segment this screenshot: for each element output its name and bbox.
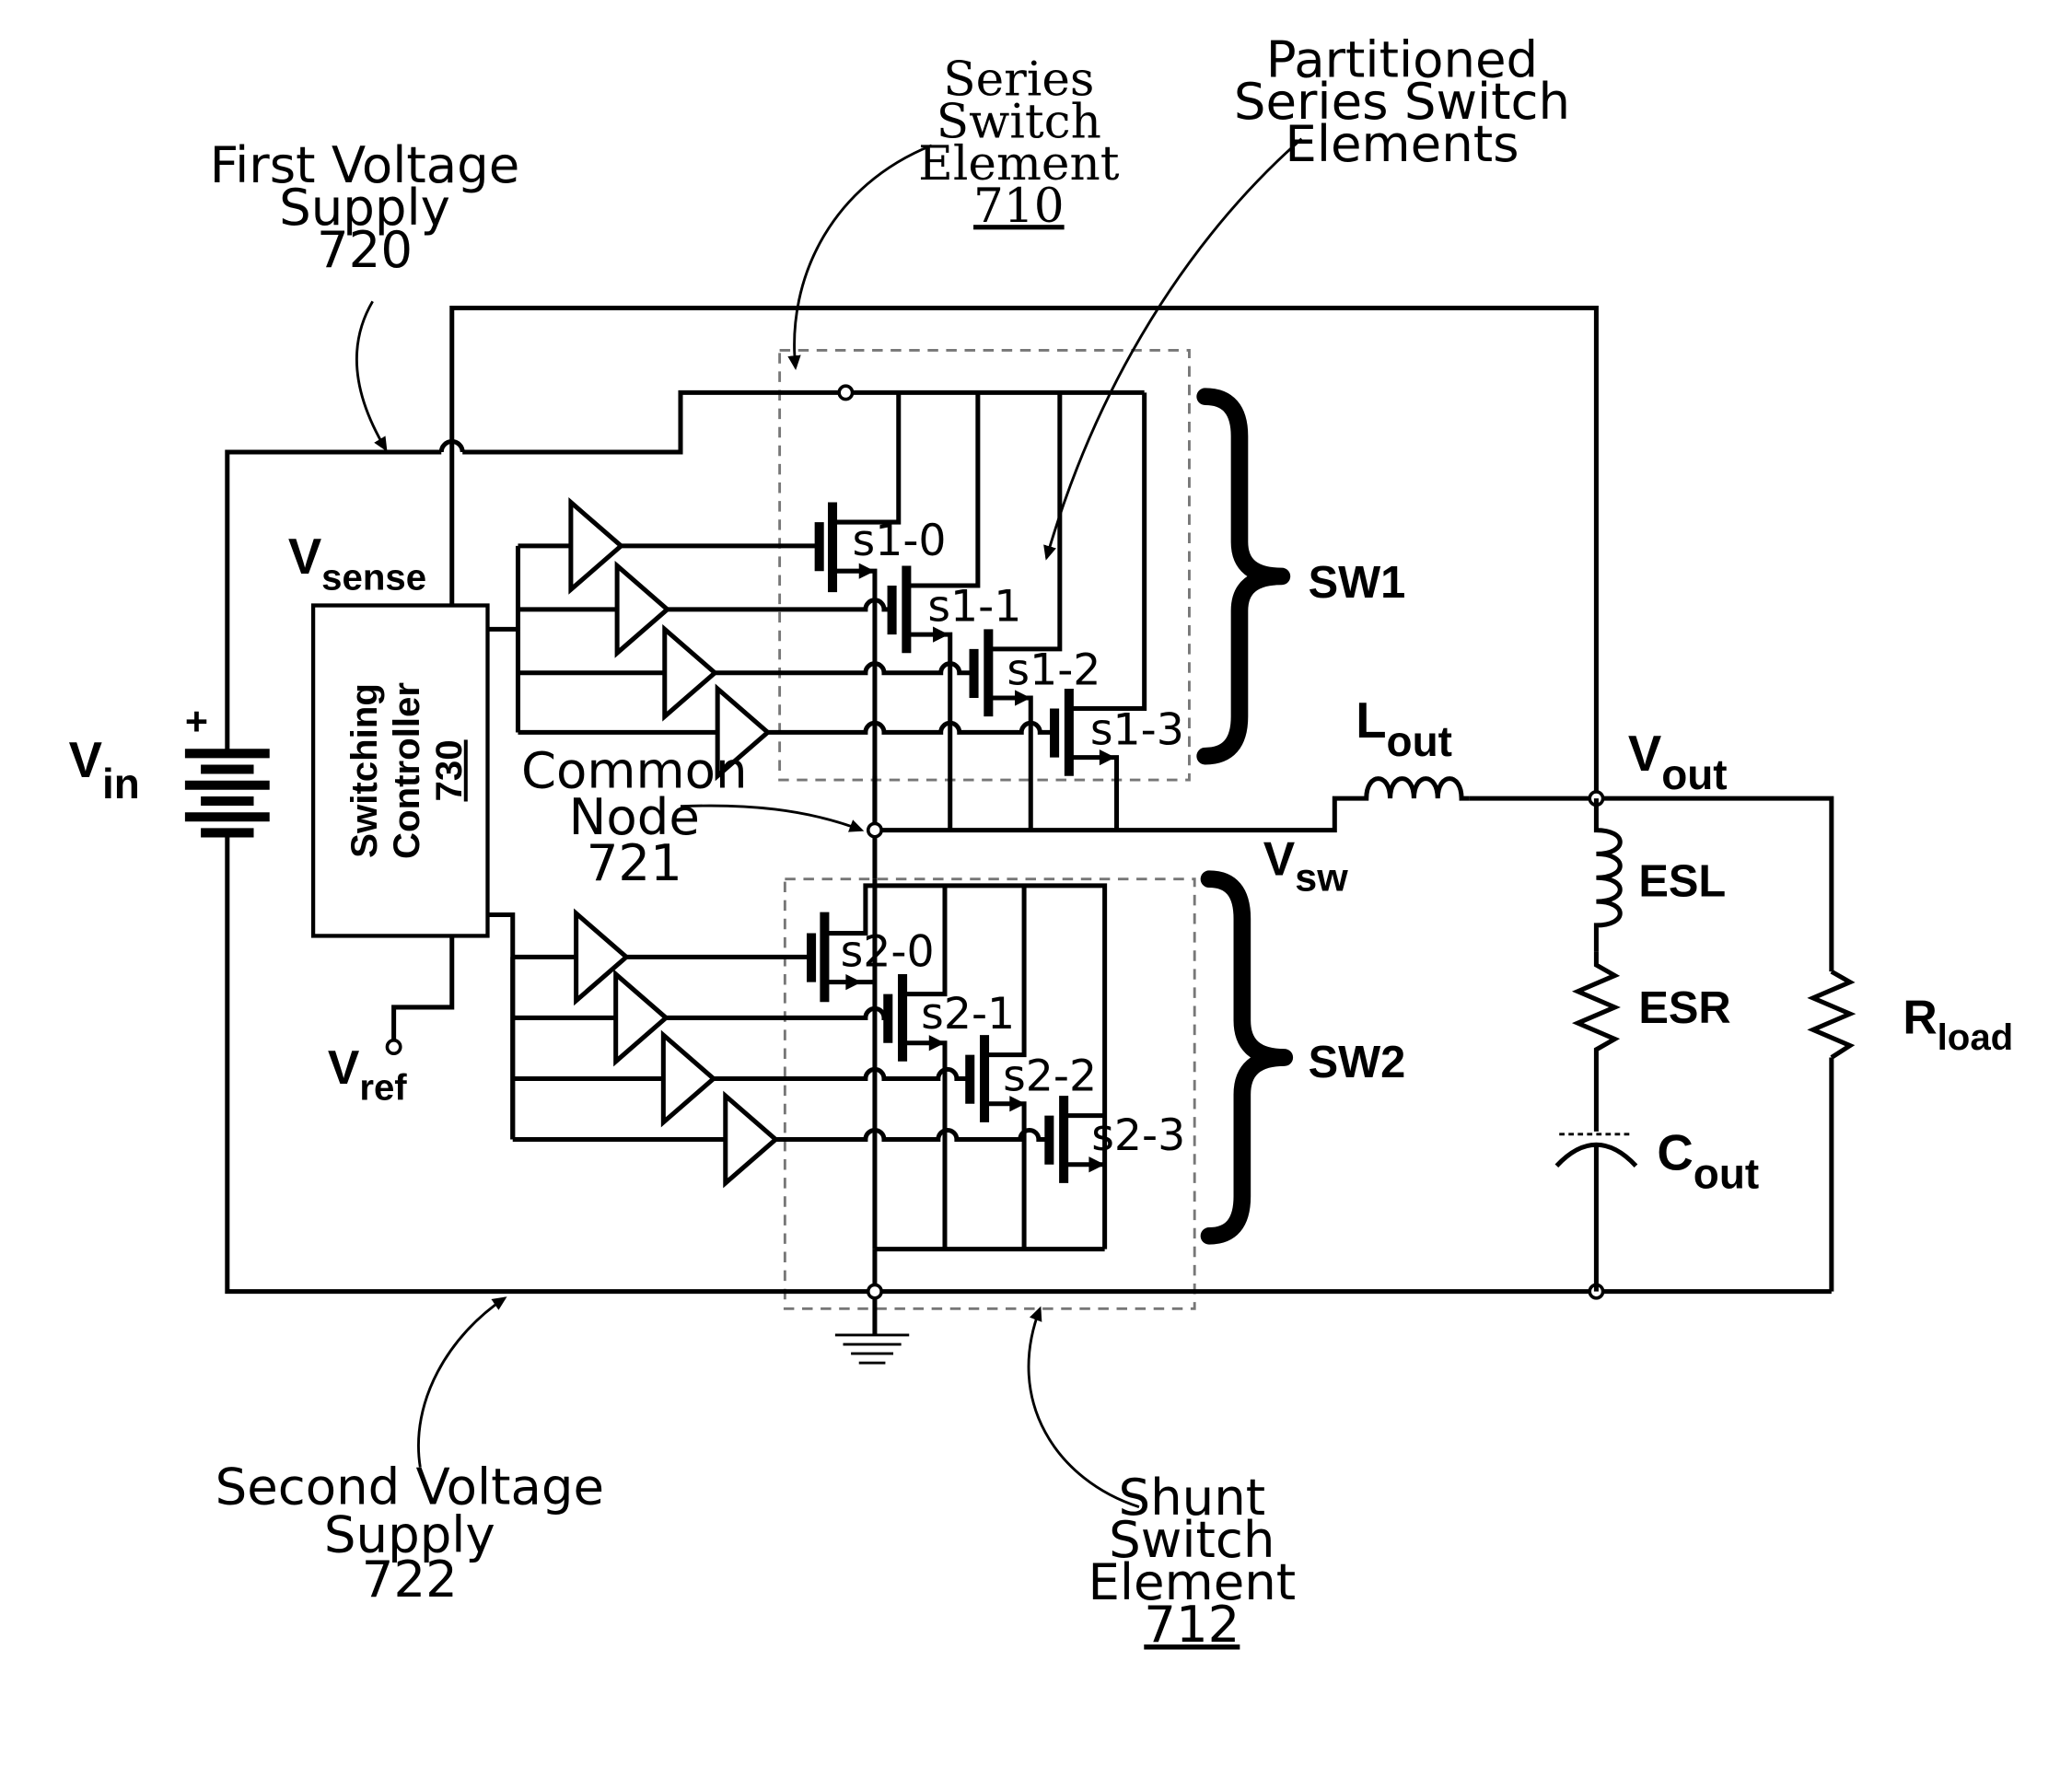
- rail-node: [839, 386, 852, 399]
- controller-ref: 730: [428, 739, 470, 801]
- esr-label: ESR: [1638, 983, 1730, 1033]
- esl-label: ESL: [1638, 856, 1726, 906]
- cout-capacitor: [1556, 1134, 1635, 1292]
- vref-sub: ref: [359, 1066, 407, 1108]
- vsw-main: V: [1263, 831, 1296, 885]
- sw2-label: SW2: [1309, 1038, 1406, 1087]
- vsense-sub: sense: [321, 556, 426, 598]
- device-s2-2: s2-2: [1003, 1051, 1097, 1101]
- vout-label: Vout: [1628, 726, 1728, 798]
- rload-sub: load: [1938, 1017, 2014, 1058]
- vout-sub: out: [1661, 750, 1727, 798]
- common-node-ref: 721: [587, 833, 682, 892]
- device-s1-0: s1-0: [853, 516, 947, 566]
- first-supply-ref: 720: [317, 220, 413, 279]
- cout-main: C: [1657, 1125, 1693, 1181]
- esr-resistor: [1577, 952, 1614, 1132]
- lout-label: Lout: [1356, 692, 1452, 765]
- sw1-label: SW1: [1309, 558, 1406, 608]
- common-node-dot: [868, 823, 881, 836]
- vin-sub: in: [102, 760, 140, 807]
- controller-line-2: Controller: [386, 682, 427, 859]
- sw2-brace: [1209, 879, 1285, 1237]
- lout-main: L: [1356, 692, 1386, 749]
- vref-main: V: [328, 1040, 360, 1094]
- shunt-ref: 712: [1144, 1595, 1240, 1654]
- device-s1-2: s1-2: [1007, 645, 1100, 696]
- device-s2-0: s2-0: [841, 926, 935, 977]
- callout-lines: [356, 139, 1301, 1507]
- vsense-label: Vsense: [288, 529, 426, 598]
- rload-main: R: [1903, 991, 1937, 1044]
- vin-label: Vin: [69, 732, 140, 807]
- controller-line-1: Switching: [343, 683, 385, 858]
- device-s1-1: s1-1: [927, 582, 1021, 633]
- device-s2-3: s2-3: [1091, 1110, 1185, 1161]
- battery-vin: [185, 753, 270, 832]
- inductor-lout: [1361, 779, 1470, 799]
- vsense-main: V: [288, 529, 321, 585]
- sw1-brace: [1205, 397, 1282, 756]
- cout-sub: out: [1694, 1150, 1759, 1198]
- series-ref: 710: [973, 179, 1065, 234]
- esl-inductor: [1596, 798, 1620, 952]
- partitioned-line-3: Elements: [1285, 114, 1519, 173]
- lout-sub: out: [1387, 717, 1452, 765]
- vsw-label: Vsw: [1263, 831, 1348, 900]
- device-s1-3: s1-3: [1090, 704, 1184, 755]
- gate-buses: [487, 546, 518, 1140]
- cout-label: Cout: [1657, 1125, 1759, 1198]
- vsw-sub: sw: [1295, 856, 1348, 900]
- second-supply-ref: 722: [362, 1550, 458, 1609]
- rload-label: Rload: [1903, 991, 2013, 1058]
- ground-node-dot: [868, 1284, 881, 1297]
- vout-main: V: [1628, 726, 1661, 782]
- vin-main: V: [69, 732, 102, 788]
- battery-plus: +: [185, 700, 208, 744]
- rload-resistor: [1813, 971, 1850, 1057]
- device-s2-1: s2-1: [921, 989, 1015, 1040]
